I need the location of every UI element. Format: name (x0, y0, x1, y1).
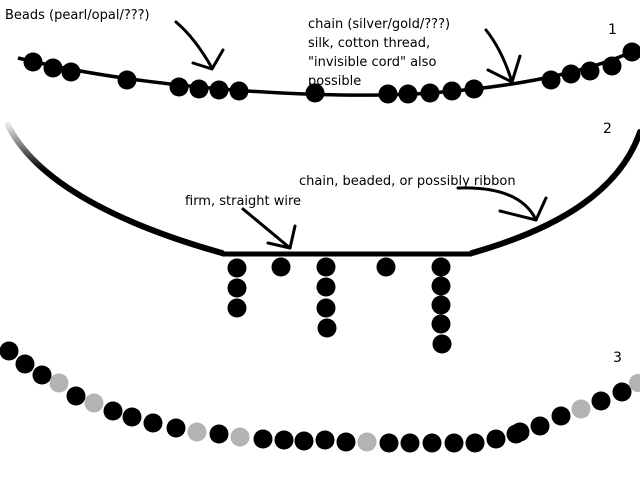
bead (122, 407, 142, 427)
bead (444, 433, 464, 453)
diagram-3: 3 (0, 341, 640, 453)
bead (253, 429, 273, 449)
bead-gray (49, 373, 69, 393)
dangle-1 (227, 258, 247, 318)
bead (316, 298, 336, 318)
diagram-number-2: 2 (603, 121, 612, 137)
bead (274, 430, 294, 450)
bead (551, 406, 571, 426)
bead (431, 295, 451, 315)
bead (541, 70, 561, 90)
bead (622, 42, 640, 62)
label-chain-beaded-ribbon: chain, beaded, or possibly ribbon (299, 174, 516, 189)
bead (591, 391, 611, 411)
bead (580, 61, 600, 81)
bead (117, 70, 137, 90)
bead (227, 298, 247, 318)
bead (103, 401, 123, 421)
diagram-number-3: 3 (613, 350, 622, 366)
bead (23, 52, 43, 72)
bead-gray (230, 427, 250, 447)
bead (315, 430, 335, 450)
bead (379, 433, 399, 453)
label-chain-line: "invisible cord" also (308, 55, 436, 70)
bead (15, 354, 35, 374)
bead (561, 64, 581, 84)
bead (420, 83, 440, 103)
arrow-beads-icon (174, 20, 225, 71)
arrow-ribbon-icon (456, 186, 548, 222)
bead (464, 79, 484, 99)
label-straight-wire: firm, straight wire (185, 194, 301, 209)
bead (169, 77, 189, 97)
dangle-4 (376, 257, 396, 277)
bead (61, 62, 81, 82)
diagram-2-left-chain (5, 122, 225, 256)
bead (602, 56, 622, 76)
bead-gray (571, 399, 591, 419)
bead (398, 84, 418, 104)
bead (422, 433, 442, 453)
bead (465, 433, 485, 453)
bead (486, 429, 506, 449)
bead (316, 257, 336, 277)
bead (166, 418, 186, 438)
bead-gray (187, 422, 207, 442)
bead (378, 84, 398, 104)
bead (227, 258, 247, 278)
diagram-1-beads (23, 42, 640, 104)
bead (510, 422, 530, 442)
dangle-3 (316, 257, 337, 338)
bead (431, 276, 451, 296)
diagram-3-beads (0, 341, 640, 453)
bead-gray (84, 393, 104, 413)
bead (400, 433, 420, 453)
bead (305, 83, 325, 103)
label-chain-line: possible (308, 74, 361, 89)
bead (317, 318, 337, 338)
bead (209, 80, 229, 100)
bead (316, 277, 336, 297)
bead-gray (357, 432, 377, 452)
bead (271, 257, 291, 277)
bead (442, 81, 462, 101)
bead (530, 416, 550, 436)
bead-gray (629, 374, 640, 392)
arrow-wire-icon (241, 207, 297, 250)
dangle-2 (271, 257, 291, 277)
label-beads: Beads (pearl/opal/???) (5, 8, 150, 23)
bead (43, 58, 63, 78)
bead (66, 386, 86, 406)
label-chain-line: silk, cotton thread, (308, 36, 430, 51)
bead (432, 334, 452, 354)
arrow-chain-icon (484, 28, 522, 84)
bead (376, 257, 396, 277)
bead (209, 424, 229, 444)
diagram-1: Beads (pearl/opal/???) chain (silver/gol… (5, 8, 640, 104)
bead (189, 79, 209, 99)
diagram-2-right-chain (469, 129, 640, 256)
bead (229, 81, 249, 101)
bead (143, 413, 163, 433)
diagram-2: chain, beaded, or possibly ribbon firm, … (5, 121, 640, 354)
bead (431, 314, 451, 334)
bead (227, 278, 247, 298)
bead (431, 257, 451, 277)
diagram-number-1: 1 (608, 22, 617, 38)
label-chain: chain (silver/gold/???) silk, cotton thr… (308, 17, 454, 89)
bead (336, 432, 356, 452)
bead (294, 431, 314, 451)
bead (32, 365, 52, 385)
label-chain-line: chain (silver/gold/???) (308, 17, 450, 32)
dangle-5 (431, 257, 452, 354)
bead (0, 341, 19, 361)
bead (612, 382, 632, 402)
